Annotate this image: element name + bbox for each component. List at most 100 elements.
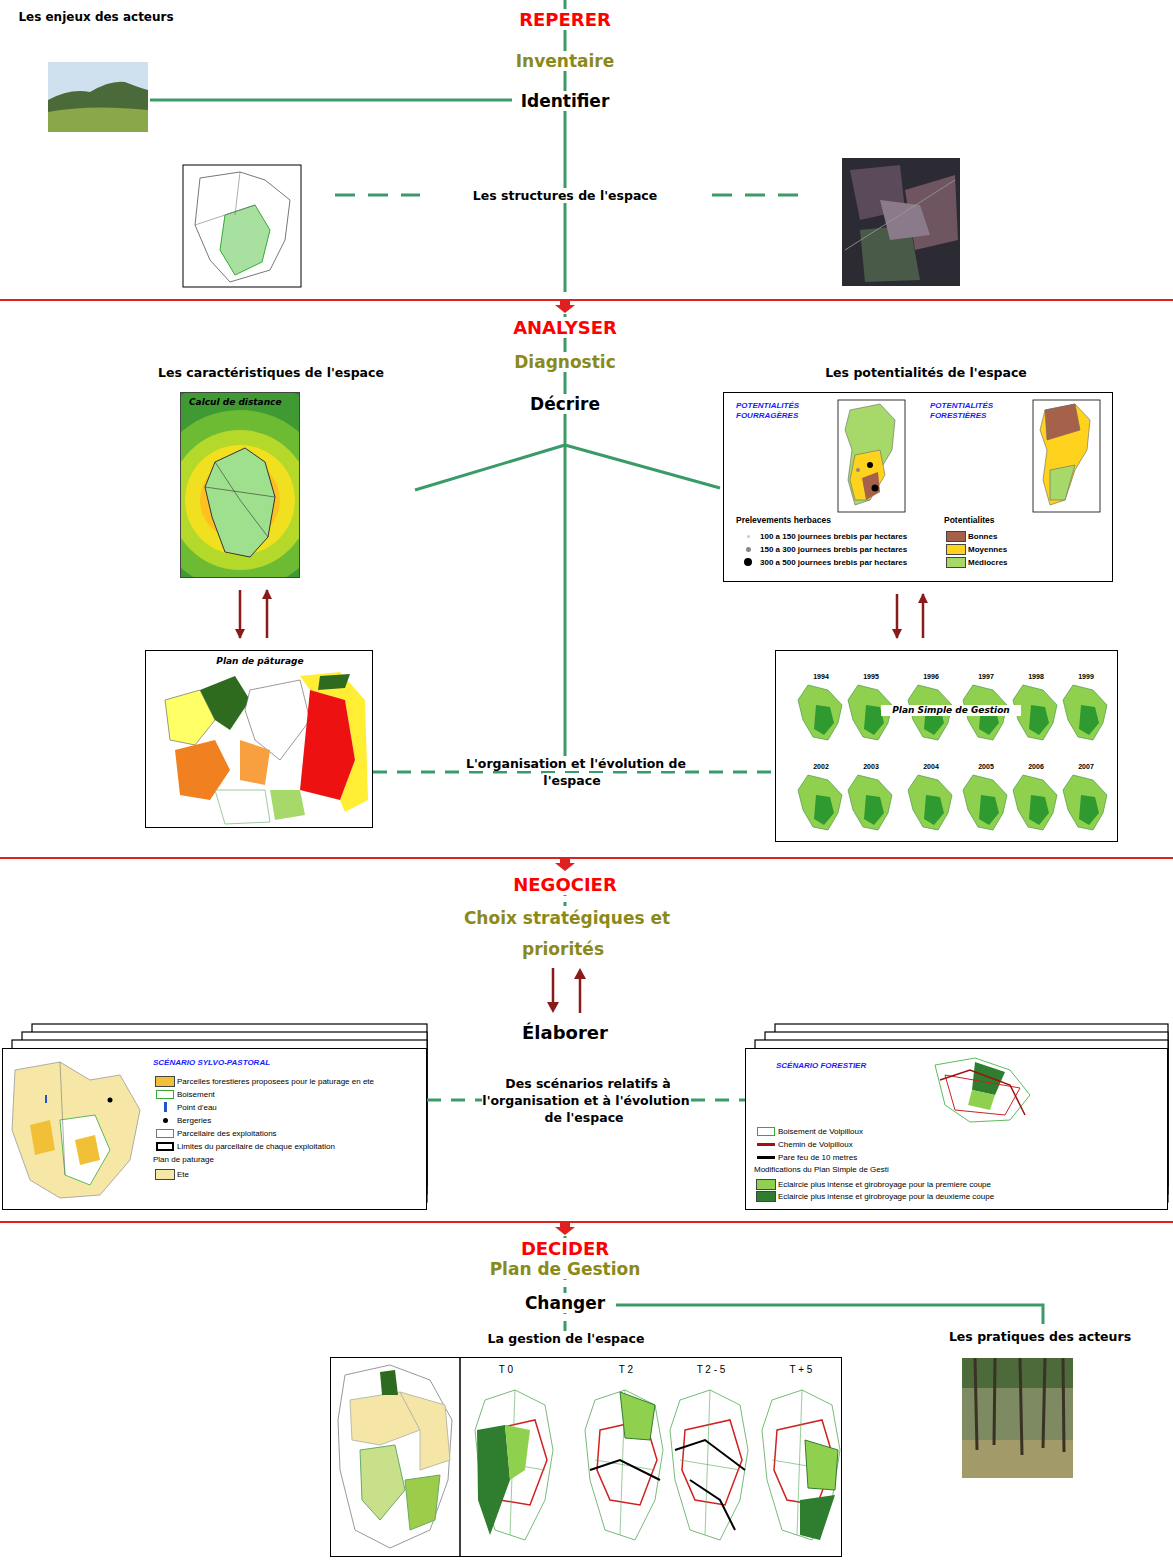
section-divider-part: [0, 1221, 1173, 1223]
legend-text: Boisement: [177, 1090, 215, 1099]
legend-swatch: [756, 1191, 776, 1202]
node-title: Les enjeux des acteurs: [4, 10, 188, 24]
grazing-map-part: [240, 740, 270, 785]
forest-photo-part: [975, 1358, 1064, 1455]
node-text: 1996: [913, 673, 949, 681]
section-divider-part: [555, 1222, 575, 1235]
node-text: 2003: [853, 763, 889, 771]
node-text: 2007: [1068, 763, 1104, 771]
potential-map-part: [838, 400, 905, 512]
distance-gradient: [180, 392, 300, 578]
legend-sample: [153, 1101, 177, 1113]
connector: [896, 594, 899, 638]
distance-gradient-part: [205, 487, 275, 497]
legend-item: Eclaircie plus intense et girobroyage po…: [754, 1190, 994, 1202]
potential-map-part: [1040, 404, 1090, 505]
management-maps-part: [805, 1440, 838, 1490]
grazing-map-part: [215, 790, 270, 824]
legend-text: Pare feu de 10 metres: [778, 1153, 857, 1162]
stage-label: Changer: [500, 1293, 630, 1314]
scenario-map: [12, 1058, 1030, 1198]
structure-map-part: [195, 205, 255, 225]
grazing-map-box: Plan de pâturage: [145, 650, 373, 828]
management-maps-part: [475, 1390, 553, 1540]
legend-swatch: [757, 1143, 775, 1146]
scenario-map-part: [45, 1095, 47, 1103]
section-divider-part: [0, 857, 1173, 859]
legend-text: Moyennes: [968, 545, 1007, 554]
grazing-map-part: [318, 674, 350, 690]
plan-panel: Plan Simple de Gestion199419951996199719…: [775, 650, 1118, 842]
plan-maps-part: [848, 775, 892, 830]
management-maps-part: [800, 1495, 835, 1540]
satellite-image-part: [880, 200, 930, 240]
management-maps-part: [459, 1357, 461, 1557]
legend-item: Pare feu de 10 metres: [754, 1151, 857, 1163]
structure-map-part: [235, 172, 240, 215]
step-label: ANALYSER: [509, 317, 621, 338]
management-maps: [338, 1357, 840, 1557]
legend-item: 300 a 500 journees brebis par hectares: [736, 556, 907, 568]
scenario-map-part: [60, 1115, 110, 1185]
scenario-sheet: SCÉNARIO SYLVO-PASTORALPlan de paturageP…: [2, 1048, 427, 1210]
node-title: Les caractéristiques de l'espace: [121, 365, 421, 380]
management-maps-part: [762, 1390, 840, 1540]
stage-label: Décrire: [485, 394, 645, 415]
legend-sample: [754, 1190, 778, 1202]
potential-map-part: [867, 462, 873, 468]
stage-label: Diagnostic: [485, 352, 645, 373]
stage-label: Les structures de l'espace: [435, 187, 695, 204]
plan-maps-part: [1063, 775, 1107, 830]
node-text: 2005: [968, 763, 1004, 771]
scenario-map-part: [945, 1075, 1020, 1115]
sheet-stack-part: [745, 1048, 1168, 1210]
legend-text: 100 a 150 journees brebis par hectares: [760, 532, 907, 541]
step-label: Plan de Gestion: [486, 1259, 645, 1279]
grazing-map-part: [270, 790, 305, 820]
node-text: T 0: [476, 1364, 536, 1376]
forest-photo-part-part: [1020, 1358, 1022, 1455]
management-maps-part: [338, 1365, 452, 1548]
node-text: 2006: [1018, 763, 1054, 771]
legend-swatch: [155, 1169, 175, 1180]
node-text: 1994: [803, 673, 839, 681]
structure-map-part: [220, 205, 270, 275]
landscape-photo-part: [48, 62, 148, 132]
scenario-map-part: [30, 1120, 55, 1155]
management-maps-part: [505, 1425, 530, 1480]
management-maps-part: [620, 1392, 655, 1440]
management-maps-part: [380, 1370, 398, 1395]
legend-swatch: [163, 1118, 168, 1123]
forest-photo-part-part: [1043, 1358, 1045, 1448]
section-divider: [0, 299, 1173, 1235]
management-maps-part: [690, 1480, 735, 1530]
management-maps-part: [400, 1392, 450, 1470]
step-label: Choix stratégiques et priorités: [460, 908, 670, 959]
grazing-map-part: [200, 676, 250, 730]
step-label: NEGOCIER: [509, 874, 621, 895]
legend-sample: [153, 1114, 177, 1126]
section-divider-part: [555, 858, 575, 871]
connector: [239, 590, 242, 638]
management-maps-part: [405, 1475, 440, 1530]
step-label: Inventaire: [512, 51, 618, 71]
exchange-arrow: [547, 968, 586, 1013]
structure-map: [183, 165, 301, 287]
node-title: SCÉNARIO SYLVO-PASTORAL: [153, 1058, 403, 1068]
legend-swatch: [744, 558, 752, 566]
step-label: Identifier: [517, 91, 614, 111]
grazing-map: [165, 672, 368, 824]
legend-text: Bonnes: [968, 532, 997, 541]
legend-text: Bergeries: [177, 1116, 211, 1125]
node-text: 1995: [853, 673, 889, 681]
legend-sample: [153, 1075, 177, 1087]
guide-line-part: [150, 99, 512, 102]
stage-label: Choix stratégiques et priorités: [445, 903, 685, 965]
step-label: Diagnostic: [510, 352, 620, 372]
legend-sample: [754, 1151, 778, 1163]
plan-maps-part: [798, 685, 842, 740]
legend-sample: [736, 543, 760, 555]
legend-item: 150 a 300 journees brebis par hectares: [736, 543, 907, 555]
legend-text: Chemin de Volpilloux: [778, 1140, 853, 1149]
